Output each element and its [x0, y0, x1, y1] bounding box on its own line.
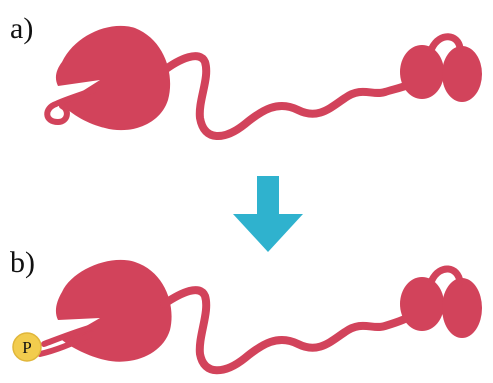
- protein-head-a: [56, 26, 170, 130]
- protein-lobe-b2: [442, 278, 482, 338]
- protein-lobe-a2: [442, 46, 482, 102]
- protein-lobe-a1: [400, 45, 444, 99]
- protein-lobe-bridge-a: [432, 37, 460, 48]
- down-arrow-icon: [233, 176, 303, 252]
- protein-linker-a: [162, 56, 416, 136]
- protein-unphosphorylated: [47, 26, 482, 136]
- protein-lobe-b1: [400, 277, 444, 331]
- phosphate-badge: P: [13, 333, 41, 361]
- phosphate-label: P: [22, 338, 31, 357]
- protein-phosphorylated: P: [13, 260, 482, 370]
- protein-head-b: [56, 260, 172, 362]
- protein-linker-b: [164, 290, 416, 370]
